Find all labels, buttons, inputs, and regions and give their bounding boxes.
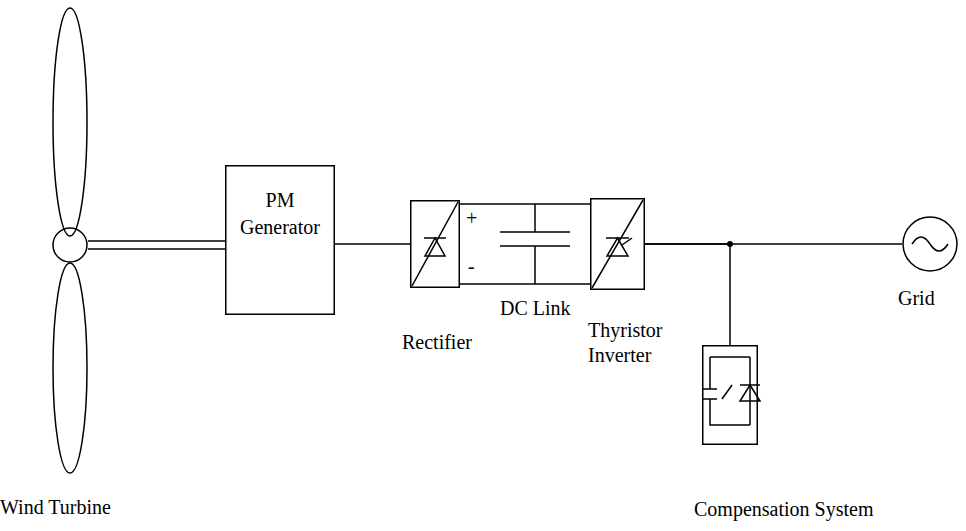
rectifier-box-outline: [410, 200, 460, 288]
generator-box: PM Generator: [225, 165, 335, 315]
component-label: Wind Turbine: [0, 495, 160, 520]
compensation-box: Compensation System: [702, 345, 758, 445]
grid-source: Grid: [902, 216, 958, 272]
component-label: Grid: [898, 286, 966, 311]
polarity-sign: +: [466, 206, 477, 230]
dc-link-label: DC Link: [500, 296, 571, 320]
shaft-line: [88, 248, 225, 250]
dc-rail: [460, 283, 590, 285]
wire-connector: [460, 204, 590, 284]
component-label: Thyristor Inverter: [588, 318, 680, 368]
wire-line: [335, 243, 410, 245]
rectifier-box: Rectifier: [410, 200, 460, 288]
wire-connector: [88, 241, 225, 249]
box-label: PM Generator: [239, 187, 321, 241]
component-label: Compensation System: [694, 497, 954, 522]
component-label: Rectifier: [402, 330, 512, 355]
wind-turbine: Wind Turbine: [52, 5, 88, 475]
generator-box-outline: [225, 165, 335, 315]
dc-rail: [460, 203, 590, 205]
inverter-box-outline: [590, 198, 645, 290]
dc-link-capacitor: [500, 204, 570, 284]
wire-connector: [335, 244, 410, 245]
polarity-sign: -: [468, 254, 475, 278]
inverter-box: Thyristor Inverter: [590, 198, 645, 290]
compensation-box-outline: [702, 345, 758, 445]
grid-source-outline: [902, 216, 958, 272]
wind-turbine-outline: [52, 5, 88, 475]
shaft-line: [88, 240, 225, 242]
